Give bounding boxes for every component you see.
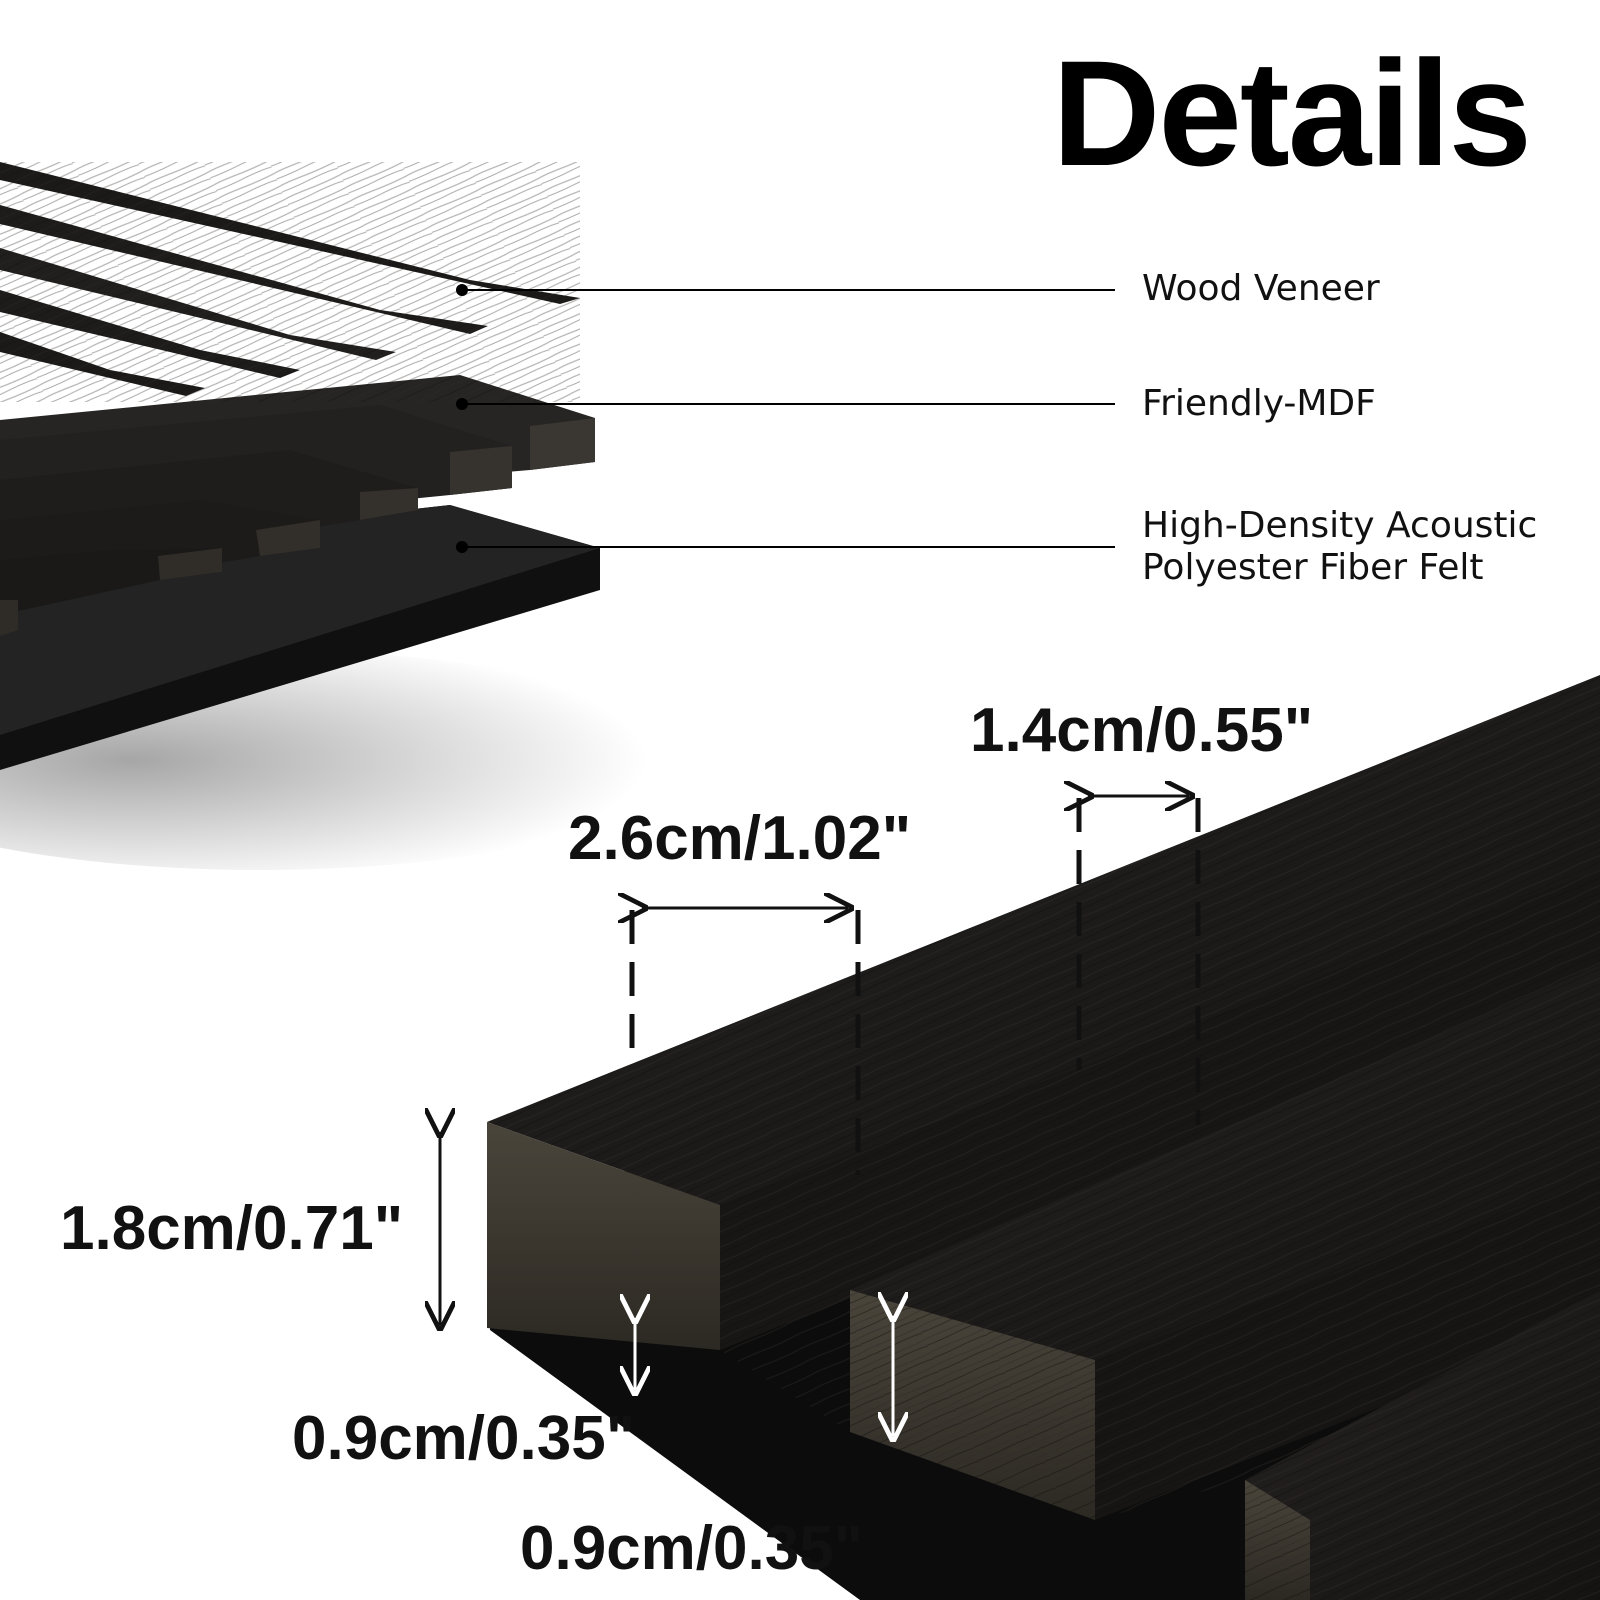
mdf-slats-layer	[0, 375, 595, 636]
wood-veneer-layer	[0, 162, 580, 402]
label-wood-veneer: Wood Veneer	[1142, 268, 1380, 309]
dimension-total-height: 1.8cm/0.71"	[60, 1194, 404, 1263]
page-title: Details	[1052, 29, 1532, 197]
label-friendly-mdf: Friendly-MDF	[1142, 383, 1376, 424]
dimension-slat-gap: 1.4cm/0.55"	[970, 696, 1314, 765]
label-acoustic-felt: High-Density Acoustic Polyester Fiber Fe…	[1142, 505, 1537, 589]
dimension-guides	[440, 796, 1201, 1436]
dimension-felt-thickness: 0.9cm/0.35"	[292, 1404, 636, 1473]
exploded-layers	[0, 162, 1115, 870]
label-acoustic-felt-line2: Polyester Fiber Felt	[1142, 547, 1484, 588]
label-acoustic-felt-line1: High-Density Acoustic	[1142, 505, 1538, 546]
panel-closeup	[487, 675, 1600, 1600]
dimension-slat-width: 2.6cm/1.02"	[568, 804, 912, 873]
slat-1-end	[487, 1122, 720, 1350]
layer-leader-lines	[456, 284, 1115, 553]
dimension-mdf-thickness: 0.9cm/0.35"	[520, 1514, 864, 1583]
